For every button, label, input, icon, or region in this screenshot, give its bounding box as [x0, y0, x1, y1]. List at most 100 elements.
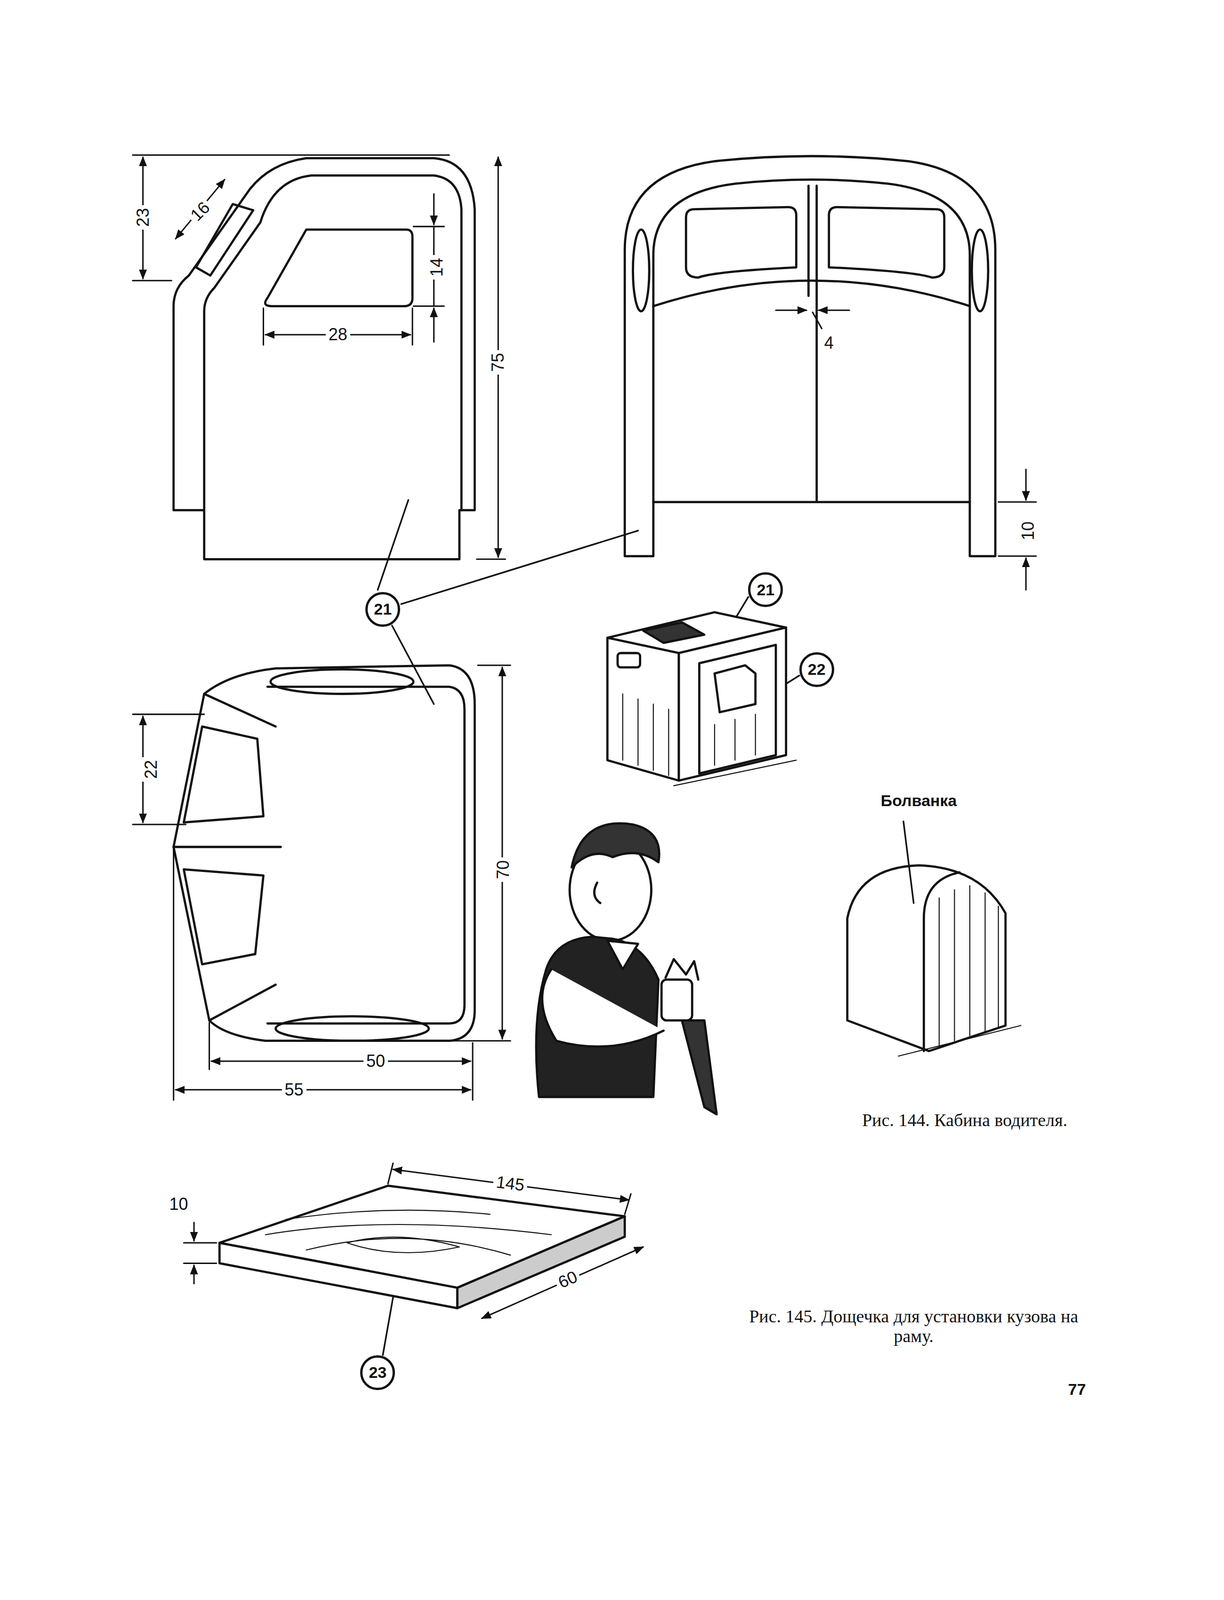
collar [607, 941, 638, 970]
text-label: Болванка [877, 792, 960, 811]
callout-circle: 21 [365, 592, 401, 628]
ext-line [132, 713, 205, 716]
boy-figure [536, 823, 717, 1115]
side-window [265, 229, 413, 307]
ground [898, 1025, 1021, 1057]
dim-line [501, 667, 503, 1039]
hair [571, 823, 660, 868]
door-line [807, 185, 810, 297]
dim-line [193, 1265, 195, 1285]
ext-line [132, 824, 186, 826]
figure-caption: Рис. 145. Дощечка для установки кузова н… [732, 1307, 1096, 1347]
figure-caption: Рис. 144. Кабина водителя. [859, 1111, 1071, 1131]
callout-number: 21 [373, 600, 392, 619]
text-label: 77 [1065, 1381, 1089, 1400]
ext-line [262, 308, 265, 346]
dim-line [193, 1223, 195, 1242]
dim-line [818, 309, 850, 312]
side-face [678, 628, 787, 782]
ext-line [998, 501, 1037, 503]
ridge-line [209, 984, 276, 1021]
callout-circle: 21 [748, 572, 783, 608]
leader-line [812, 312, 822, 330]
windshield [183, 726, 264, 823]
window [270, 669, 414, 694]
dimension-label: 22 [141, 757, 161, 782]
ext-line [132, 280, 172, 282]
ext-line [411, 308, 414, 346]
dimensions [775, 310, 1037, 590]
ext-line [998, 555, 1037, 557]
windshield [183, 869, 264, 965]
dimension-label: 145 [492, 1172, 529, 1196]
dim-line [393, 1169, 629, 1201]
dimensions [132, 155, 506, 560]
ext-line [387, 1163, 394, 1184]
side-view [132, 155, 506, 560]
dimensions [183, 1163, 644, 1320]
ear [594, 883, 601, 904]
windshield [829, 207, 945, 278]
board [183, 1163, 644, 1320]
dimension-label: 75 [488, 350, 508, 375]
blank [847, 865, 1022, 1057]
window [275, 1016, 429, 1042]
inner-line [267, 686, 465, 1024]
arm [542, 969, 664, 1047]
ext-line [413, 305, 444, 307]
callout-number: 23 [368, 1363, 387, 1383]
leader-line [903, 821, 914, 904]
ext-line [476, 558, 506, 561]
windshield [685, 207, 797, 278]
fist [661, 980, 693, 1022]
dimension-label: 10 [166, 1195, 191, 1215]
leader-line [392, 625, 435, 705]
hatching [939, 885, 999, 1047]
dim-line [482, 1247, 644, 1320]
door [699, 644, 776, 774]
ext-line [477, 664, 511, 667]
window [617, 653, 641, 668]
ridge-line [204, 693, 276, 727]
leader-line [401, 531, 638, 605]
dim-line [433, 308, 435, 343]
ridge-line [173, 845, 282, 849]
door-line [815, 185, 818, 503]
cab-iso [607, 612, 797, 787]
dimensions [132, 665, 511, 1101]
cab-outline [173, 665, 476, 1042]
front-view [624, 156, 1037, 591]
side-window [632, 229, 650, 312]
dimension-label: 10 [1018, 518, 1038, 544]
dim-line [433, 193, 435, 225]
dimension-label: 55 [281, 1080, 306, 1100]
dimension-label: 50 [363, 1052, 388, 1071]
inner-line [653, 179, 970, 503]
ext-line [413, 225, 444, 228]
dimension-label: 23 [133, 205, 153, 230]
door-window [714, 665, 756, 713]
dim-line [1025, 469, 1027, 500]
ext-line [183, 1263, 217, 1265]
ext-line [208, 1022, 210, 1071]
dim-line [211, 1061, 471, 1063]
leader-line [377, 500, 409, 591]
wood-grain [265, 1210, 552, 1256]
cab-outline [624, 156, 996, 557]
callout-circle: 23 [360, 1355, 395, 1391]
ext-line [472, 1043, 474, 1101]
ext-line [132, 154, 450, 156]
roof-opening [643, 622, 705, 644]
chisel-top [665, 959, 699, 980]
callout-circle: 22 [799, 652, 835, 688]
callout-number: 21 [756, 580, 775, 600]
cab-outline [173, 158, 476, 560]
dim-line [775, 309, 807, 312]
dim-line [1025, 558, 1027, 590]
board-side [457, 1216, 625, 1309]
hood-line [653, 280, 970, 306]
dimension-label: 16 [185, 195, 216, 227]
ext-line [183, 1242, 217, 1245]
dimension-label: 70 [493, 857, 513, 883]
